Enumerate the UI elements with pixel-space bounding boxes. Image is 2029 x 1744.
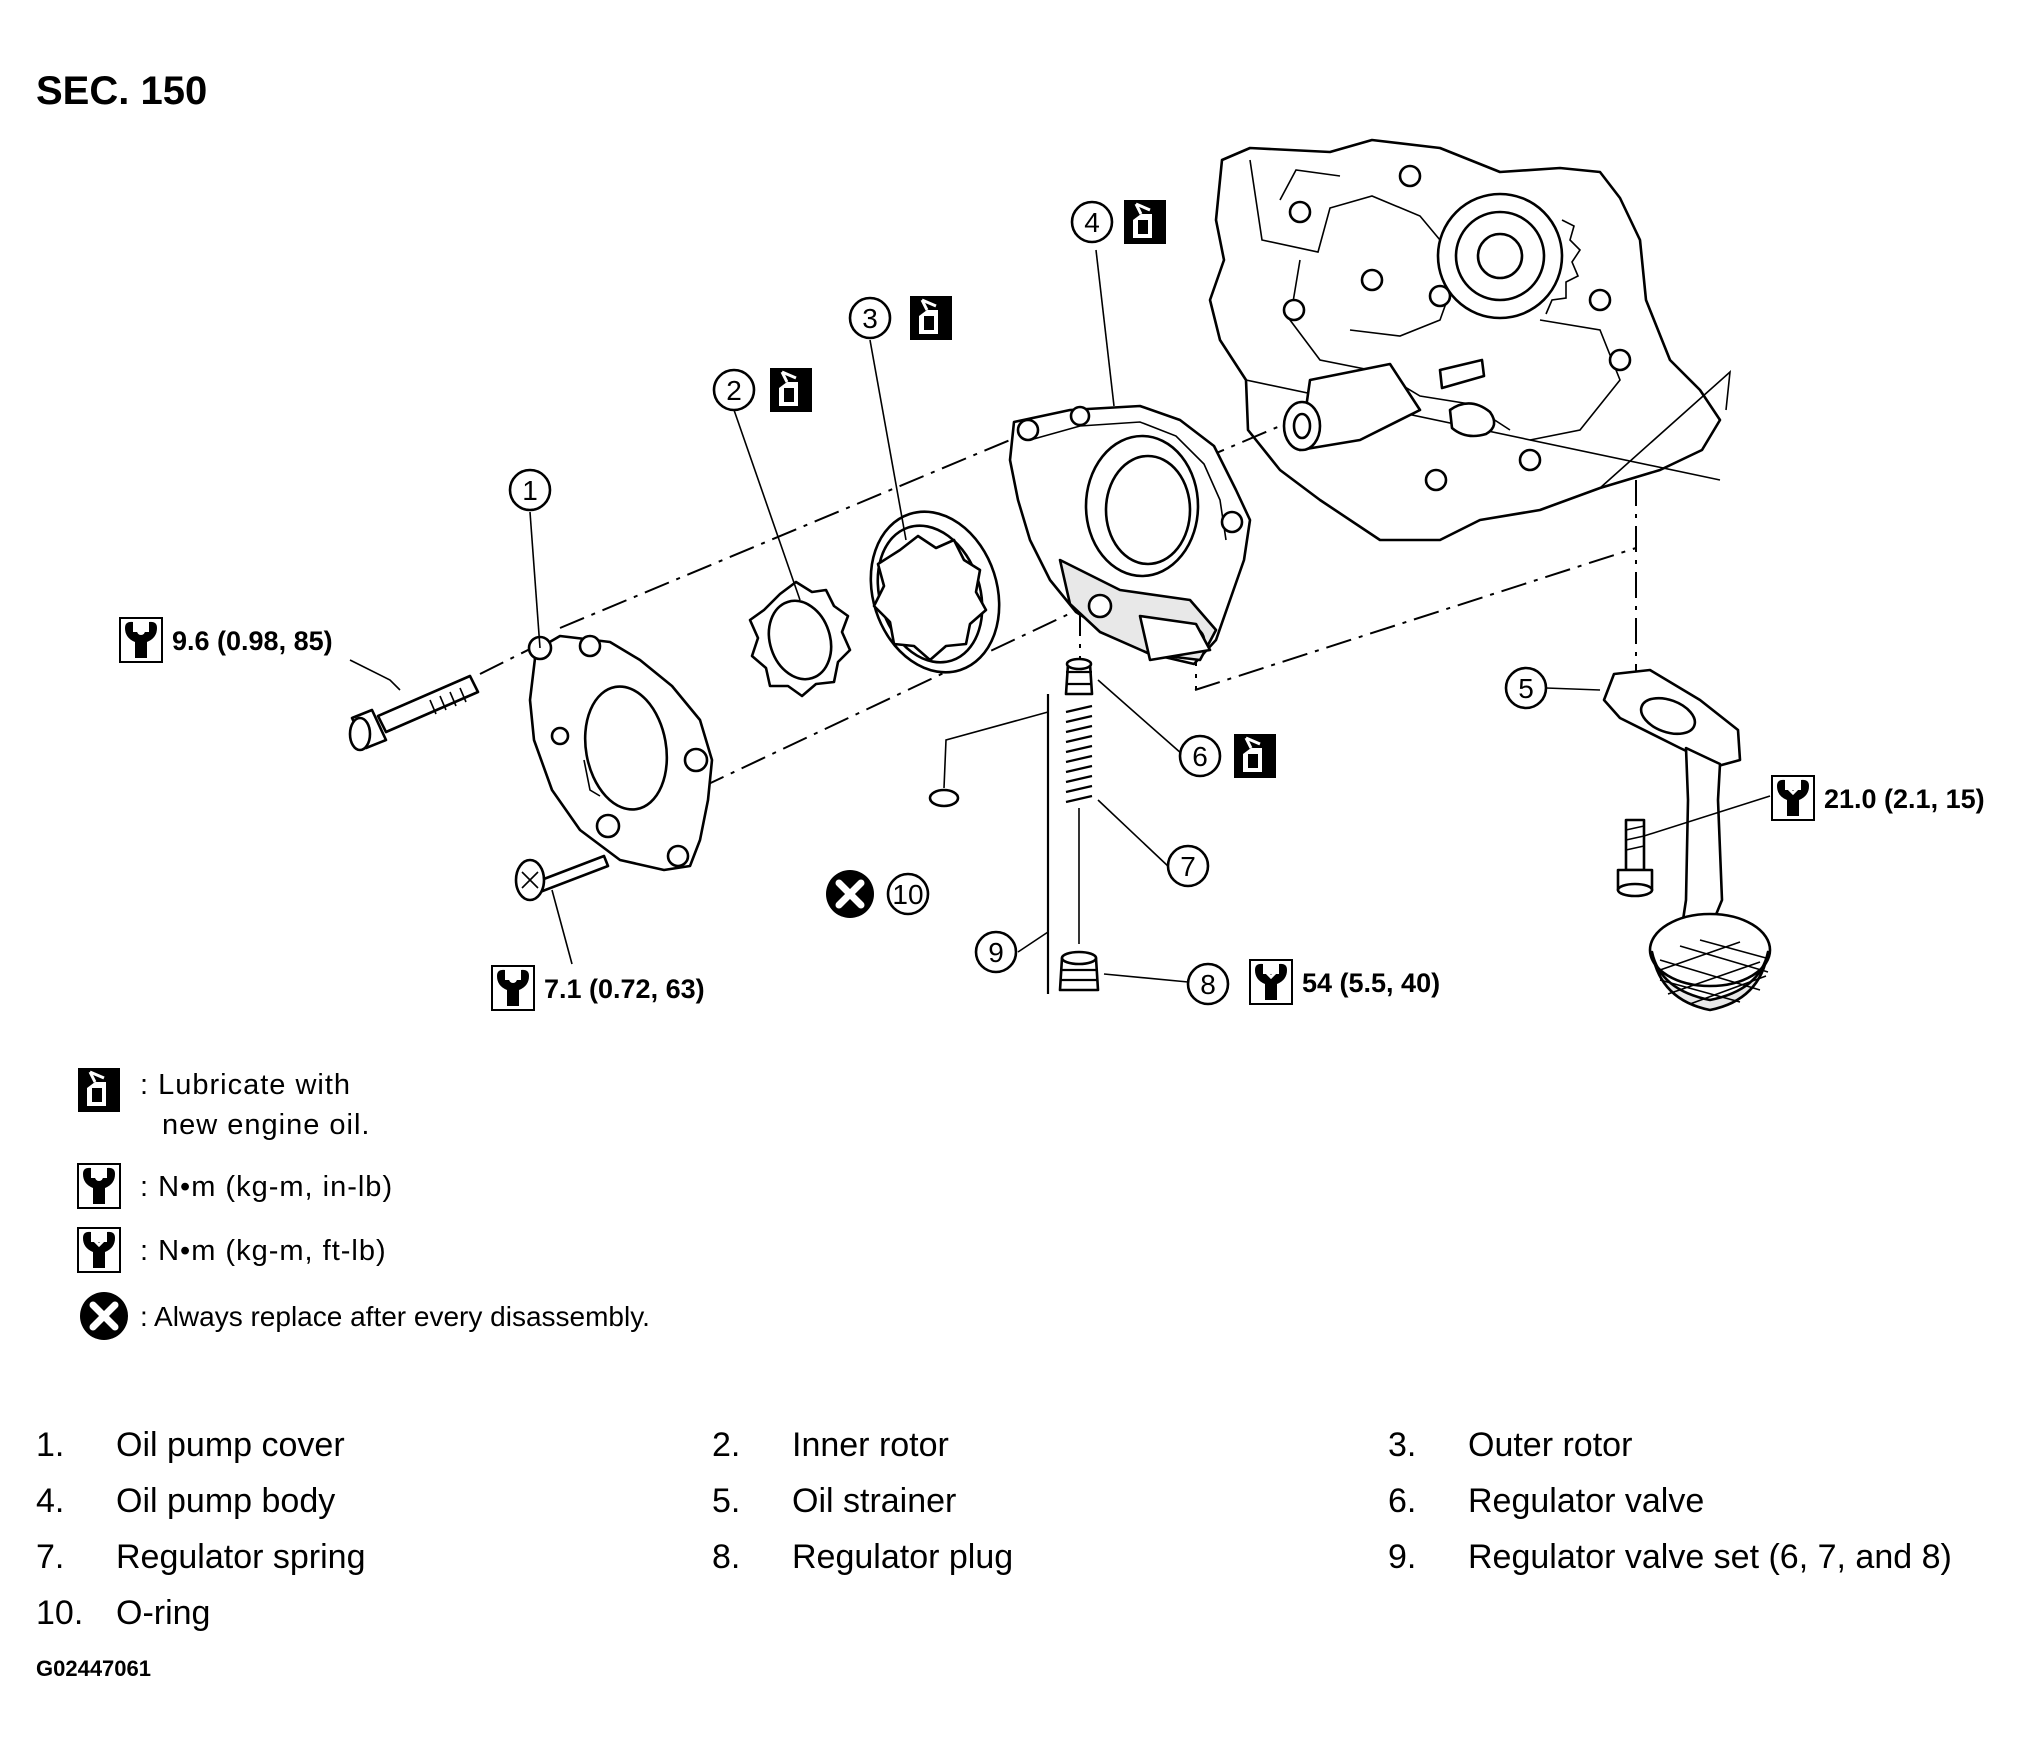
part-item: 9. Regulator valve set (6, 7, and 8) xyxy=(1388,1538,1952,1576)
callout-1: 1 xyxy=(508,468,552,512)
svg-text:Oil pump body: Oil pump body xyxy=(116,1482,335,1520)
svg-text:Inner rotor: Inner rotor xyxy=(792,1426,949,1464)
replace-icon xyxy=(80,1292,128,1340)
svg-text:7: 7 xyxy=(1180,851,1196,882)
leader-lines xyxy=(349,249,1771,983)
o-ring-illustration xyxy=(928,788,960,808)
lubricate-icon xyxy=(76,1066,122,1114)
oil-strainer-illustration xyxy=(1602,668,1772,1012)
svg-text:10.: 10. xyxy=(36,1594,83,1632)
oil-pump-body-illustration xyxy=(1008,404,1252,666)
part-item: 6. Regulator valve xyxy=(1388,1482,1704,1520)
torque-regulator-plug: 54 (5.5, 40) xyxy=(1248,958,1440,1006)
outer-rotor-illustration xyxy=(869,510,1001,674)
svg-text:Regulator valve set (6, 7, and: Regulator valve set (6, 7, and 8) xyxy=(1468,1538,1952,1576)
legend-torque-inlb-text: : N•m (kg-m, in-lb) xyxy=(140,1171,393,1203)
svg-text:4: 4 xyxy=(1084,207,1100,238)
part-item: 10. O-ring xyxy=(36,1594,210,1632)
callout-9: 9 xyxy=(974,930,1018,974)
legend-torque-ftlb-text: : N•m (kg-m, ft-lb) xyxy=(140,1235,387,1267)
callout-4: 4 xyxy=(1070,200,1114,244)
svg-text:21.0 (2.1, 15): 21.0 (2.1, 15) xyxy=(1824,784,1985,814)
torque-cover-bolt: 9.6 (0.98, 85) xyxy=(119,617,333,663)
torque-wrench-ftlb-icon xyxy=(1248,958,1294,1006)
torque-wrench-ftlb-icon xyxy=(1770,774,1816,822)
svg-text:3: 3 xyxy=(862,303,878,334)
svg-text:1: 1 xyxy=(522,475,538,506)
figure-code: G02447061 xyxy=(36,1656,151,1681)
svg-text:Oil strainer: Oil strainer xyxy=(792,1482,956,1520)
svg-text:9.: 9. xyxy=(1388,1538,1416,1576)
replace-icon xyxy=(826,870,874,918)
assembly-centerlines xyxy=(479,425,1637,789)
svg-text:6.: 6. xyxy=(1388,1482,1416,1520)
lubricate-icon xyxy=(1232,732,1278,780)
svg-text:Regulator plug: Regulator plug xyxy=(792,1538,1013,1576)
callout-2: 2 xyxy=(712,368,756,412)
torque-strainer-bolt: 21.0 (2.1, 15) xyxy=(1770,774,1985,822)
legend-replace-text: : Always replace after every disassembly… xyxy=(140,1301,650,1332)
svg-text:Oil pump cover: Oil pump cover xyxy=(116,1426,345,1464)
torque-wrench-inlb-icon xyxy=(491,965,535,1011)
torque-wrench-ftlb-icon xyxy=(76,1226,122,1274)
callout-7: 7 xyxy=(1166,844,1210,888)
svg-text:Outer rotor: Outer rotor xyxy=(1468,1426,1632,1464)
torque-wrench-inlb-icon xyxy=(77,1163,121,1209)
svg-text:4.: 4. xyxy=(36,1482,64,1520)
svg-text:2.: 2. xyxy=(712,1426,740,1464)
callout-8: 8 xyxy=(1186,962,1230,1006)
part-item: 5. Oil strainer xyxy=(712,1482,956,1520)
torque-wrench-inlb-icon xyxy=(119,617,163,663)
svg-text:9: 9 xyxy=(988,937,1004,968)
svg-text:8.: 8. xyxy=(712,1538,740,1576)
svg-text:9.6 (0.98, 85): 9.6 (0.98, 85) xyxy=(172,626,333,656)
svg-text:10: 10 xyxy=(892,879,923,910)
callout-6: 6 xyxy=(1178,734,1222,778)
cover-screw-illustration xyxy=(514,854,610,902)
regulator-stack-illustration xyxy=(1046,657,1100,994)
lubricate-icon xyxy=(908,294,954,342)
parts-list: 1. Oil pump cover 2. Inner rotor 3. Oute… xyxy=(36,1426,1952,1632)
part-item: 1. Oil pump cover xyxy=(36,1426,345,1464)
svg-text:6: 6 xyxy=(1192,741,1208,772)
callout-3: 3 xyxy=(848,296,892,340)
svg-text:1.: 1. xyxy=(36,1426,64,1464)
part-item: 3. Outer rotor xyxy=(1388,1426,1632,1464)
svg-text:3.: 3. xyxy=(1388,1426,1416,1464)
svg-text:7.1 (0.72, 63): 7.1 (0.72, 63) xyxy=(544,974,705,1004)
svg-text:Regulator valve: Regulator valve xyxy=(1468,1482,1704,1520)
svg-text:54 (5.5, 40): 54 (5.5, 40) xyxy=(1302,968,1440,998)
legend-lubricate-text-2: new engine oil. xyxy=(162,1109,370,1141)
svg-text:2: 2 xyxy=(726,375,742,406)
oil-pump-cover-illustration xyxy=(527,634,714,872)
lubricate-icon xyxy=(768,366,814,414)
callout-10: 10 xyxy=(886,872,930,916)
torque-cover-screw: 7.1 (0.72, 63) xyxy=(491,965,705,1011)
legend: : Lubricate with new engine oil. : N•m (… xyxy=(76,1066,650,1340)
cover-bolt-illustration xyxy=(348,674,480,752)
legend-lubricate-text: : Lubricate with xyxy=(140,1069,351,1101)
callout-5: 5 xyxy=(1504,666,1548,710)
lubricate-icon xyxy=(1122,198,1168,246)
engine-block-illustration xyxy=(1208,138,1732,542)
part-item: 2. Inner rotor xyxy=(712,1426,949,1464)
part-item: 4. Oil pump body xyxy=(36,1482,335,1520)
svg-text:8: 8 xyxy=(1200,969,1216,1000)
svg-text:5: 5 xyxy=(1518,673,1534,704)
svg-text:5.: 5. xyxy=(712,1482,740,1520)
svg-text:Regulator spring: Regulator spring xyxy=(116,1538,365,1576)
section-title: SEC. 150 xyxy=(36,69,207,113)
inner-rotor-illustration xyxy=(748,580,852,698)
svg-text:7.: 7. xyxy=(36,1538,64,1576)
part-item: 7. Regulator spring xyxy=(36,1538,365,1576)
part-item: 8. Regulator plug xyxy=(712,1538,1013,1576)
svg-text:O-ring: O-ring xyxy=(116,1594,210,1632)
